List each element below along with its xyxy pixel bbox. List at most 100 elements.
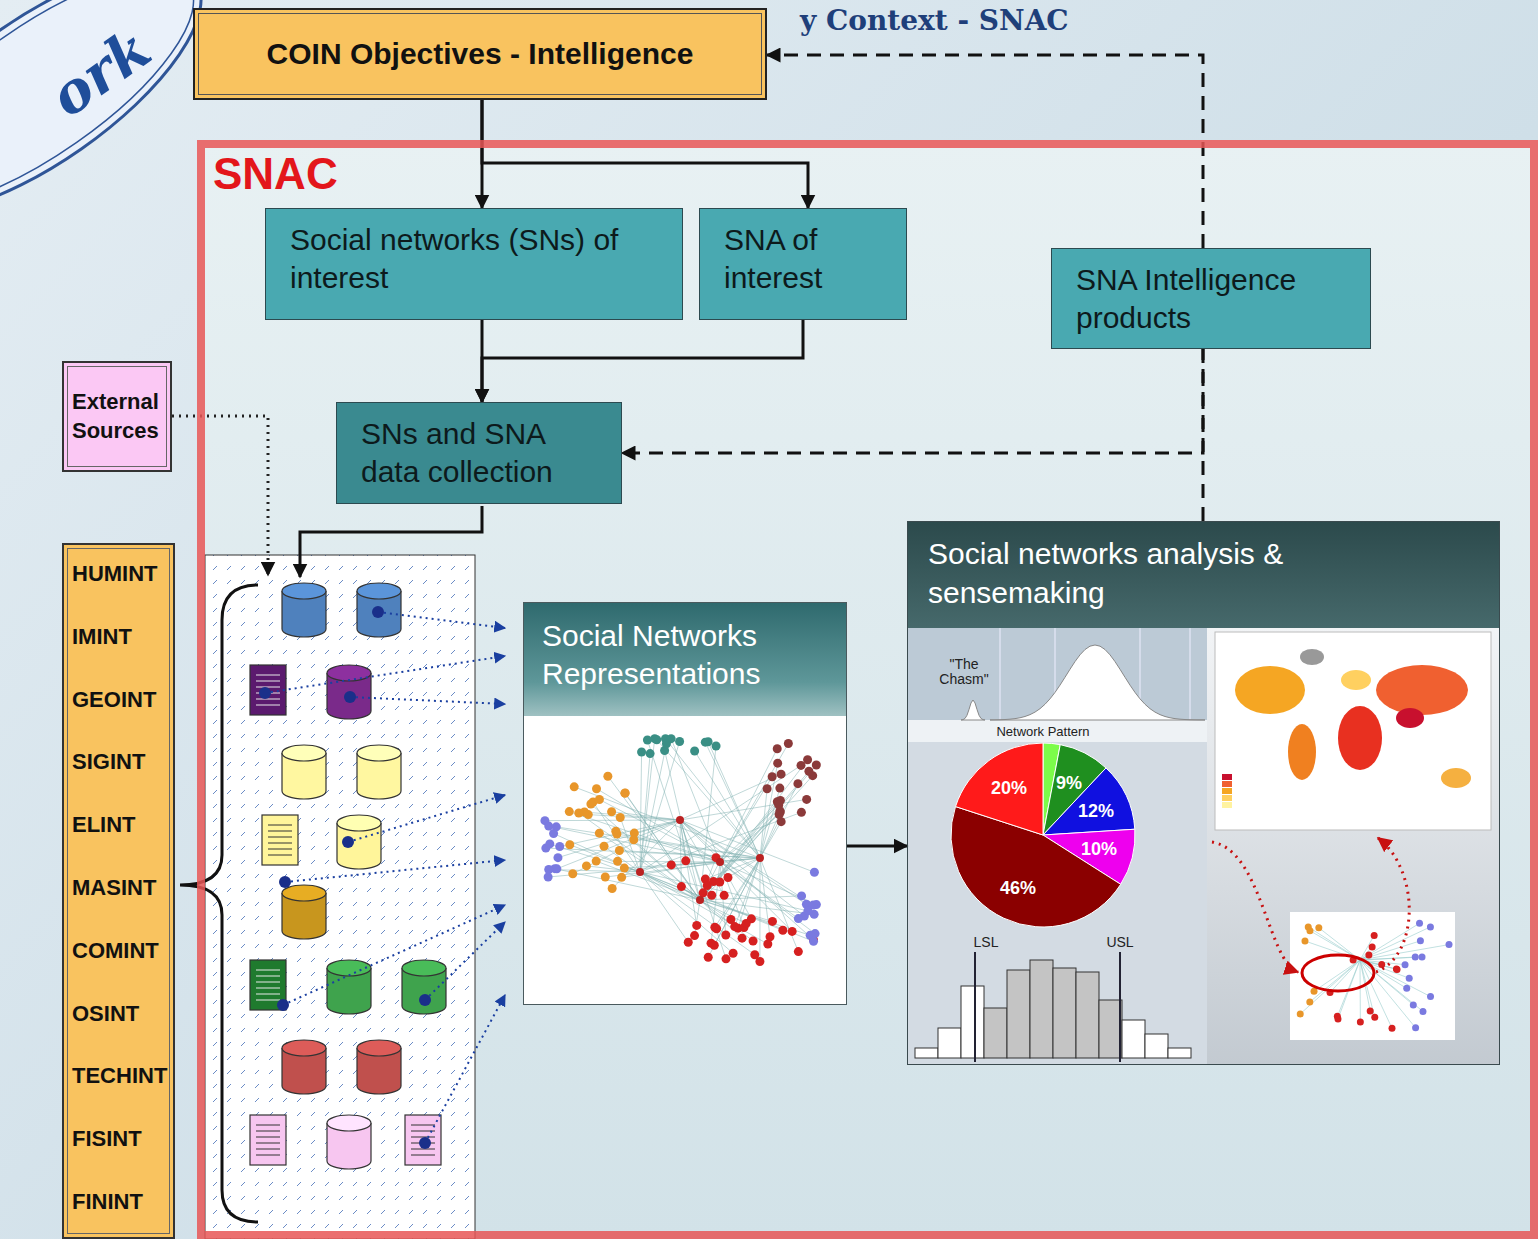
network-node [684, 938, 693, 947]
insight-arrow [1212, 842, 1298, 972]
histogram-bar [1007, 970, 1030, 1058]
drawn-shape [357, 583, 401, 599]
network-node [652, 735, 661, 744]
network-link [1300, 960, 1360, 1014]
network-node [675, 737, 684, 746]
network-link [1360, 923, 1420, 960]
histogram-bar [961, 986, 984, 1058]
network-hub [696, 896, 704, 904]
network-node [1419, 1008, 1426, 1015]
network-node [621, 788, 630, 797]
spec-limit: LSL [974, 934, 999, 950]
framework-container: SNACSocial networks (SNs) of interestSNA… [197, 140, 1538, 1239]
network-node [607, 807, 616, 816]
spec-limit-line [974, 952, 976, 1062]
drawn-shape [197, 140, 1538, 1239]
network-node [710, 941, 719, 950]
drawn-shape [205, 555, 475, 1239]
drawn-shape [250, 1115, 286, 1165]
network-link [760, 784, 798, 858]
drawn-shape [250, 665, 286, 715]
feedback-connector [622, 349, 1203, 453]
network-node [1393, 966, 1400, 973]
network-link [640, 872, 733, 953]
feed-dot [344, 691, 356, 703]
network-link [700, 776, 813, 900]
network-hub [636, 868, 644, 876]
grid-line [1000, 628, 1001, 720]
map-key-swatch [1222, 802, 1232, 808]
network-node [707, 891, 716, 900]
drawn-shape [256, 1149, 280, 1150]
network-node [595, 829, 604, 838]
network-node [1367, 1007, 1374, 1014]
network-link [680, 820, 814, 872]
map-region [1338, 706, 1382, 770]
drawn-path [172, 416, 268, 575]
feed-dot [372, 606, 384, 618]
network-node [565, 840, 574, 849]
network-node [1406, 975, 1413, 982]
network-node [565, 807, 574, 816]
drawn-shape [282, 1040, 326, 1056]
network-node [608, 884, 617, 893]
network-node [1315, 924, 1322, 931]
map-region [1396, 708, 1424, 728]
box-label: SNA of interest [724, 221, 882, 296]
network-link [584, 812, 680, 820]
int-discipline: TECHINT [72, 1063, 167, 1089]
network-node [802, 795, 811, 804]
feed-arrow [350, 697, 505, 704]
drawn-shape [250, 583, 505, 1169]
representation-panel: Social Networks Representations [523, 602, 847, 1005]
histogram-bar [1122, 1020, 1145, 1058]
network-node [1417, 937, 1424, 944]
network-link [557, 820, 680, 869]
drawn-shape [256, 1143, 280, 1144]
network-node [545, 839, 554, 848]
network-node [738, 934, 747, 943]
network-node [1419, 953, 1426, 960]
network-node [768, 917, 777, 926]
network-link [720, 862, 816, 905]
int-discipline: OSINT [72, 1001, 167, 1027]
network-node [592, 857, 601, 866]
network-node [699, 888, 708, 897]
network-link [680, 820, 804, 916]
network-node [1371, 932, 1378, 939]
network-node [615, 846, 624, 855]
feed-dot [259, 687, 271, 699]
network-link [640, 872, 746, 923]
database-symbol [282, 1040, 326, 1094]
network-link [555, 869, 700, 900]
drawn-shape [268, 837, 292, 838]
network-node [1410, 1001, 1417, 1008]
drawn-shape [256, 687, 280, 688]
network-hub [716, 858, 724, 866]
drawn-shape [256, 1000, 280, 1001]
bell-curve [961, 700, 985, 720]
map-region [1441, 768, 1471, 788]
network-node [755, 957, 764, 966]
feed-arrow [283, 905, 505, 1005]
box-label: Social networks (SNs) of interest [290, 221, 630, 296]
box-label: SNs and SNA data collection [361, 415, 581, 490]
drawn-shape [262, 815, 298, 865]
network-node [742, 919, 751, 928]
network-link [760, 763, 778, 858]
highlight-ring [1302, 955, 1374, 991]
network-node [553, 853, 562, 862]
network-node [595, 795, 604, 804]
drawn-shape [908, 720, 1207, 742]
network-link [700, 900, 814, 914]
network-node [616, 813, 625, 822]
database-symbol [282, 745, 326, 799]
network-link [1360, 927, 1430, 960]
network-node [1371, 1014, 1378, 1021]
network-node [721, 954, 730, 963]
network-link [1360, 960, 1416, 1028]
drawn-shape [256, 1131, 280, 1132]
drawn-shape [256, 1137, 280, 1138]
network-node [768, 772, 777, 781]
process-box: SNs and SNA data collection [336, 402, 622, 504]
